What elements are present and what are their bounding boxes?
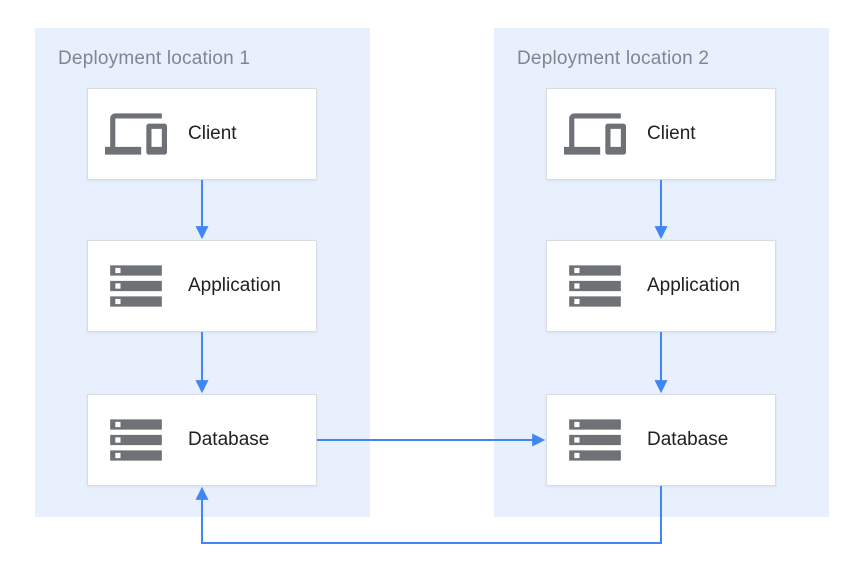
storage-icon — [105, 409, 167, 471]
storage-icon — [564, 255, 626, 317]
node-application-1: Application — [87, 240, 317, 332]
node-label: Application — [647, 275, 740, 296]
node-database-1: Database — [87, 394, 317, 486]
storage-icon — [564, 409, 626, 471]
panel-deployment-location-2: Deployment location 2 Client Application… — [494, 28, 829, 517]
node-label: Client — [188, 123, 237, 144]
devices-icon — [564, 103, 626, 165]
panel-deployment-location-1: Deployment location 1 Client Application… — [35, 28, 370, 517]
node-client-2: Client — [546, 88, 776, 180]
panel-label: Deployment location 2 — [517, 48, 710, 69]
node-label: Database — [188, 429, 270, 450]
node-database-2: Database — [546, 394, 776, 486]
node-application-2: Application — [546, 240, 776, 332]
node-label: Client — [647, 123, 696, 144]
devices-icon — [105, 103, 167, 165]
node-label: Application — [188, 275, 281, 296]
node-client-1: Client — [87, 88, 317, 180]
node-label: Database — [647, 429, 729, 450]
storage-icon — [105, 255, 167, 317]
panel-label: Deployment location 1 — [58, 48, 251, 69]
